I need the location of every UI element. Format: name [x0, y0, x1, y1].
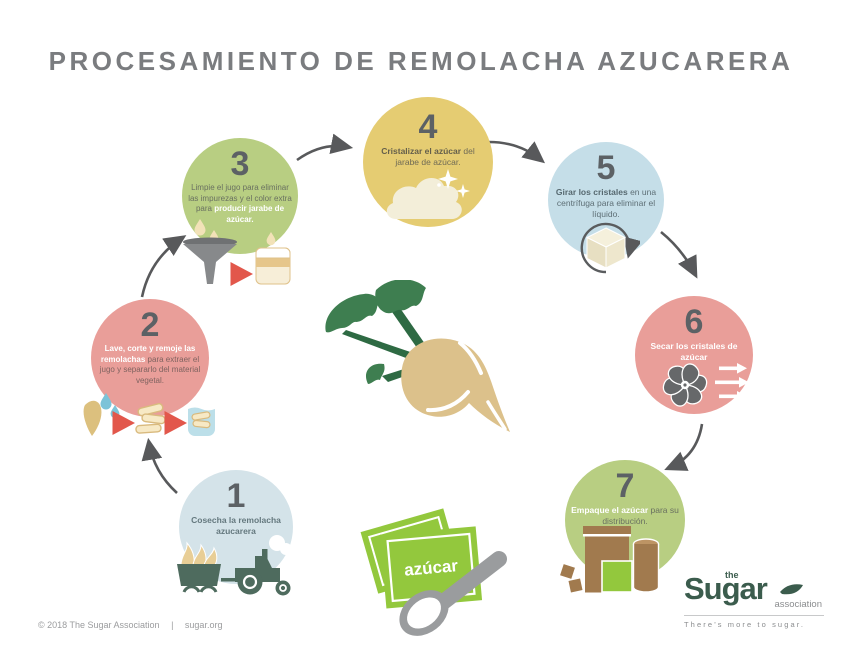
step-7-description: Empaque el azúcar para su distribución. [565, 505, 685, 527]
footer-site-link: sugar.org [184, 620, 223, 630]
step-4: 4 Cristalizar el azúcar del jarabe de az… [363, 97, 493, 227]
leaf-icon [780, 584, 803, 595]
step-3-text-pre: Limpie el jugo para eliminar las impurez… [188, 183, 292, 214]
step-1: 1 Cosecha la remolacha azucarera [177, 470, 293, 596]
logo-sugar-text: Sugar [684, 571, 768, 606]
step-2-text-post: para extraer el jugo y separarlo del mat… [99, 354, 201, 385]
step-1-number: 1 [226, 477, 246, 515]
step-6-number: 6 [684, 303, 704, 341]
step-6-description: Secar los cristales de azúcar [635, 341, 753, 363]
step-3-description: Limpie el jugo para eliminar las impurez… [182, 183, 298, 225]
step-7-text-bold: Empaque el azúcar [571, 505, 649, 515]
footer: © 2018 The Sugar Association | sugar.org [38, 620, 222, 630]
step-7: 7 Empaque el azúcar para su distribución… [558, 460, 685, 594]
arrow-step4-to-step5 [488, 140, 546, 164]
step-1-description: Cosecha la remolacha azucarera [179, 515, 293, 537]
spoon-handle [434, 551, 507, 611]
logo-divider-line [684, 615, 824, 616]
tractor-icon [177, 535, 292, 596]
packet-label: azúcar [403, 556, 459, 580]
footer-divider: | [171, 620, 174, 630]
step-5-description: Girar los cristales en una centrífuga pa… [548, 187, 664, 221]
logo-association-text: association [774, 599, 822, 610]
sugar-crystals-icon [386, 169, 470, 219]
step-7-text-post: para su distribución. [602, 505, 679, 527]
funnel-filter-icon [183, 219, 291, 286]
footer-copyright: © 2018 The Sugar Association [38, 620, 160, 630]
step-5-text-bold: Girar los cristales [555, 187, 628, 197]
sugar-packets-spoon-illustration: azúcar [360, 508, 507, 636]
step-1-text-bold: Cosecha la remolacha azucarera [191, 515, 281, 537]
step-4-text-bold: Cristalizar el azúcar [381, 146, 462, 156]
step-2: 2 Lave, corte y remoje las remolachas pa… [83, 299, 215, 436]
logo-the-text: the [725, 570, 739, 580]
arrow-step1-to-step2 [141, 437, 178, 494]
arrow-step5-to-step6 [660, 230, 698, 279]
step-2-description: Lave, corte y remoje las remolachas para… [91, 344, 209, 386]
step-4-description: Cristalizar el azúcar del jarabe de azúc… [363, 146, 493, 168]
step-2-text-bold: Lave, corte y remoje las remolachas [100, 344, 196, 364]
arrow-step3-to-step4 [296, 133, 354, 162]
step-3: 3 Limpie el jugo para eliminar las impur… [182, 138, 298, 286]
step-4-text-post: del jarabe de azúcar. [395, 146, 475, 168]
drying-fan-icon [662, 363, 749, 407]
sugar-beet-illustration [325, 280, 510, 432]
step-5-text-post: en una centrífuga para eliminar el líqui… [556, 187, 657, 220]
centrifuge-cube-icon [580, 222, 640, 274]
step-2-circle [91, 299, 209, 417]
step-2-number: 2 [140, 306, 160, 344]
step-5-number: 5 [596, 149, 616, 187]
step-7-number: 7 [615, 467, 635, 505]
sugar-packages-icon [558, 526, 660, 594]
step-5: 5 Girar los cristales en una centrífuga … [548, 142, 664, 274]
step-6-text-bold: Secar los cristales de azúcar [650, 341, 738, 363]
page-title: PROCESAMIENTO DE REMOLACHA AZUCARERA [48, 46, 794, 76]
step-4-number: 4 [418, 108, 438, 146]
wash-cut-soak-icon [83, 393, 215, 436]
step-6: 6 Secar los cristales de azúcar [635, 296, 753, 414]
logo-tagline: There’s more to sugar. [684, 620, 806, 629]
sugar-association-logo: the Sugar association There’s more to su… [684, 570, 824, 629]
step-3-number: 3 [230, 145, 250, 183]
step-3-text-bold: producir jarabe de azúcar. [214, 204, 285, 224]
